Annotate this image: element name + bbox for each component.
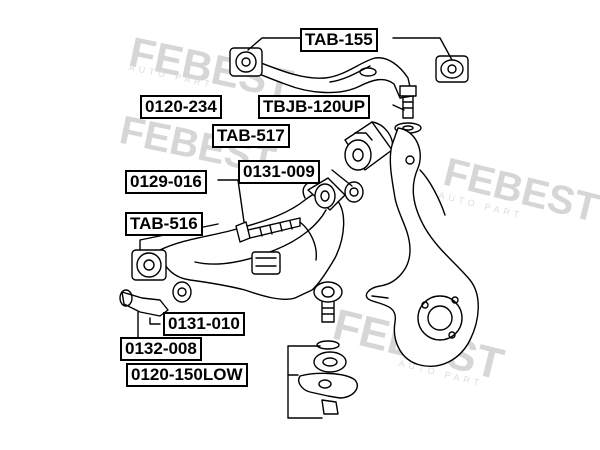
upper-arm-bushing-left bbox=[229, 47, 263, 77]
lower-arm-bushing-tab-516 bbox=[131, 249, 167, 281]
upper-ball-joint bbox=[394, 85, 422, 134]
label-tab-516: TAB-516 bbox=[125, 212, 203, 236]
steering-knuckle bbox=[365, 127, 479, 367]
washer-0131-010 bbox=[172, 281, 192, 303]
upper-arm-bushing-right bbox=[435, 55, 469, 83]
cam-bolt-0129-016 bbox=[235, 217, 301, 243]
label-0131-010: 0131-010 bbox=[163, 312, 245, 336]
label-0131-009: 0131-009 bbox=[238, 160, 320, 184]
label-tab-155: TAB-155 bbox=[300, 28, 378, 52]
upper-control-arm bbox=[245, 57, 413, 99]
cam-bolt-0132-008 bbox=[119, 289, 169, 317]
bushing-tab-517 bbox=[344, 121, 394, 171]
lower-ball-joint bbox=[298, 281, 358, 415]
label-tab-517: TAB-517 bbox=[212, 124, 290, 148]
label-0120-150low: 0120-150LOW bbox=[126, 363, 248, 387]
washer-0131-009 bbox=[344, 181, 364, 203]
label-0120-234: 0120-234 bbox=[140, 95, 222, 119]
label-tbjb-120up: TBJB-120UP bbox=[258, 95, 371, 119]
lower-arm-rear-bushing bbox=[307, 177, 346, 211]
label-0132-008: 0132-008 bbox=[120, 337, 202, 361]
label-0129-016: 0129-016 bbox=[125, 170, 207, 194]
